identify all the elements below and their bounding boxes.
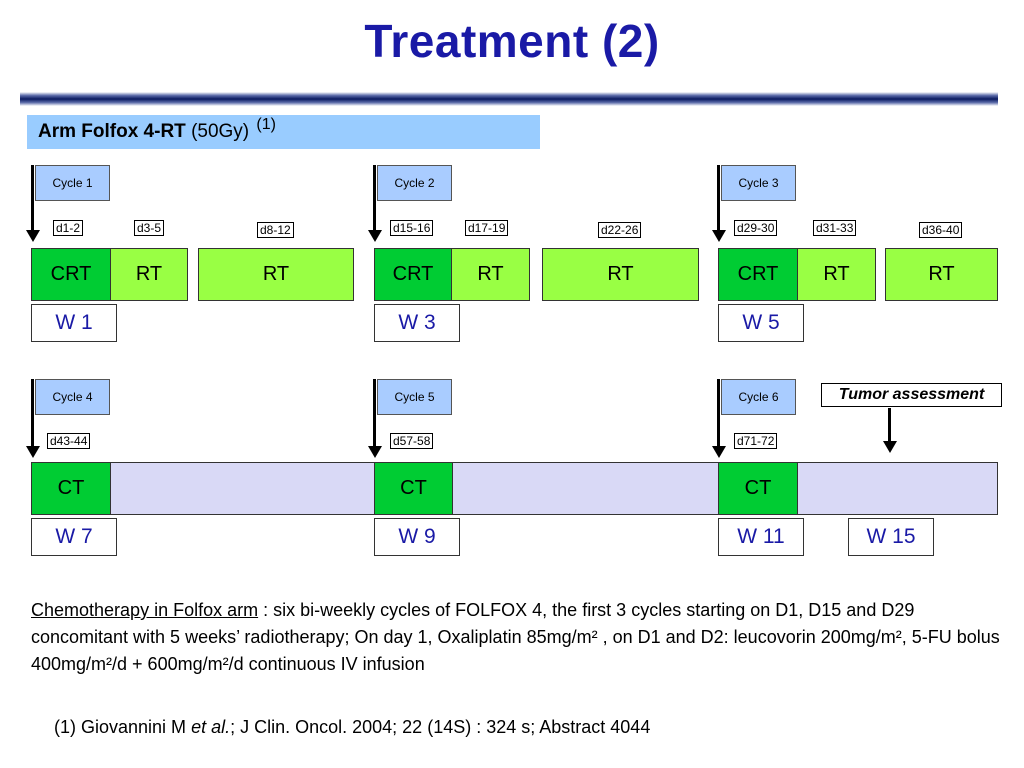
cycle-6-box: Cycle 6 [721,379,796,415]
day-label: d3-5 [134,220,165,236]
arm-name: Arm Folfox 4-RT [38,121,186,142]
cycle-1-arrow [31,165,34,233]
cycle-2-arrow [373,165,376,233]
cycle-2-box: Cycle 2 [377,165,452,201]
description-text: : six bi-weekly cycles of FOLFOX 4, the … [31,600,1000,674]
arrow-head-icon [26,446,40,458]
cycle-5-box: Cycle 5 [377,379,452,415]
rt-block: RT [885,248,998,301]
reference-rest: ; J Clin. Oncol. 2004; 22 (14S) : 324 s;… [230,717,651,737]
rt-block: RT [110,248,188,301]
day-label: d29-30 [734,220,778,236]
cycle-6-arrow [717,379,720,449]
chemotherapy-description: Chemotherapy in Folfox arm : six bi-week… [31,597,1016,678]
crt-block: CRT [374,248,452,301]
rt-block: RT [797,248,876,301]
day-label: d17-19 [465,220,509,236]
reference-prefix: (1) Giovannini M [54,717,192,737]
day-label: d31-33 [813,220,857,236]
rt-block: RT [542,248,699,301]
arrow-head-icon [883,441,897,453]
crt-block: CRT [31,248,111,301]
ct-block: CT [374,462,453,515]
week-box: W 5 [718,304,804,342]
header-divider [20,92,998,106]
day-label: d22-26 [598,222,642,238]
rt-block: RT [451,248,530,301]
week-box: W 7 [31,518,117,556]
arm-header-label: Arm Folfox 4-RT (50Gy) (1) [38,116,276,143]
ct-timeline-band [31,462,998,515]
day-label: d15-16 [390,220,434,236]
week-box: W 15 [848,518,934,556]
reference-footnote: (1) Giovannini M et al.; J Clin. Oncol. … [54,717,650,738]
arrow-head-icon [368,446,382,458]
ct-block: CT [31,462,111,515]
ct-block: CT [718,462,798,515]
tumor-assessment-label: Tumor assessment [821,383,1002,407]
arm-header-bar [27,115,540,149]
day-label: d57-58 [390,433,434,449]
day-label: d1-2 [53,220,84,236]
tumor-assessment-arrow [888,408,891,443]
cycle-4-box: Cycle 4 [35,379,110,415]
week-box: W 3 [374,304,460,342]
day-label: d71-72 [734,433,778,449]
day-label: d36-40 [919,222,963,238]
day-label: d43-44 [47,433,91,449]
page-title: Treatment (2) [364,15,660,67]
cycle-4-arrow [31,379,34,449]
week-box: W 11 [718,518,804,556]
arrow-head-icon [712,446,726,458]
arrow-head-icon [26,230,40,242]
reference-etal: et al. [191,717,231,737]
crt-block: CRT [718,248,798,301]
arrow-head-icon [368,230,382,242]
week-box: W 1 [31,304,117,342]
cycle-3-arrow [717,165,720,233]
arm-dose: (50Gy) [191,121,250,142]
cycle-1-box: Cycle 1 [35,165,110,201]
cycle-3-box: Cycle 3 [721,165,796,201]
arm-reference-mark: (1) [256,116,276,133]
description-heading: Chemotherapy in Folfox arm [31,600,259,620]
rt-block: RT [198,248,354,301]
week-box: W 9 [374,518,460,556]
arrow-head-icon [712,230,726,242]
cycle-5-arrow [373,379,376,449]
day-label: d8-12 [257,222,294,238]
